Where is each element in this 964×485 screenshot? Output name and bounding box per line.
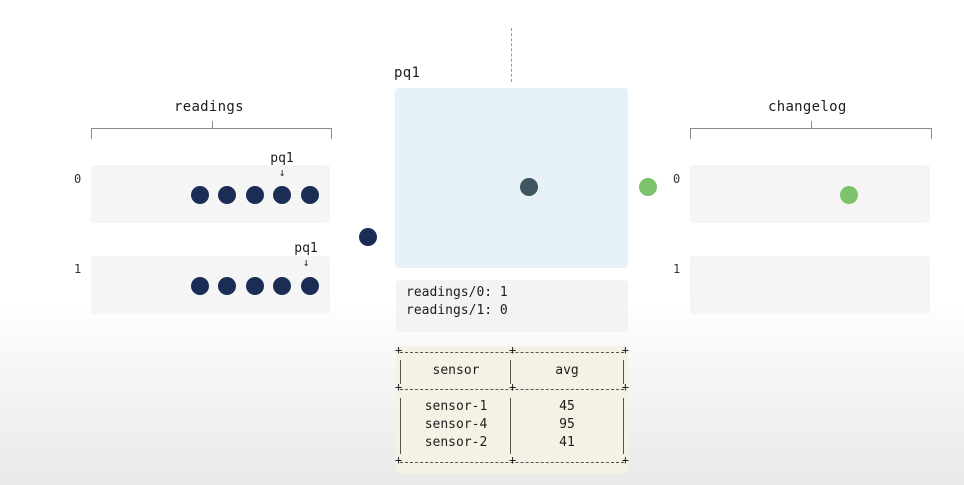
table-border-top: + bbox=[395, 343, 629, 357]
table-header-avg: avg bbox=[555, 363, 579, 378]
record-dot bbox=[246, 186, 264, 204]
table-cell: 45 bbox=[559, 399, 575, 414]
record-dot bbox=[301, 277, 319, 295]
changelog-partition-1-lane bbox=[690, 256, 930, 314]
record-dot bbox=[191, 277, 209, 295]
offsets-panel: readings/0: 1 readings/1: 0 bbox=[396, 280, 628, 332]
table-cell: sensor-1 bbox=[424, 399, 488, 414]
readings-title: readings bbox=[174, 99, 244, 115]
table-cell: sensor-2 bbox=[424, 435, 488, 450]
processor-box bbox=[395, 88, 628, 268]
changelog-title: changelog bbox=[768, 99, 847, 115]
processing-record-dot bbox=[520, 178, 538, 196]
table-cell: 41 bbox=[559, 435, 575, 450]
record-dot bbox=[218, 186, 236, 204]
state-table: + + + sensor avg sensor-1 45 sensor-4 95… bbox=[395, 343, 629, 474]
table-border-header: + bbox=[395, 380, 629, 394]
table-header-sensor: sensor bbox=[432, 363, 480, 378]
record-dot bbox=[246, 277, 264, 295]
changelog-partition-0-lane bbox=[690, 165, 930, 223]
record-dot bbox=[301, 186, 319, 204]
record-dot bbox=[273, 186, 291, 204]
table-border-bottom: + bbox=[395, 453, 629, 467]
down-arrow-icon: ↓ bbox=[278, 166, 286, 179]
readings-partition-1-label: 1 bbox=[74, 262, 82, 276]
processor-title: pq1 bbox=[394, 65, 421, 81]
readings-partition-0-marker: pq1 ↓ bbox=[262, 151, 302, 178]
consumer-marker-label: pq1 bbox=[294, 241, 318, 256]
offset-line: readings/1: 0 bbox=[406, 303, 508, 318]
readings-partition-0-label: 0 bbox=[74, 172, 82, 186]
outgoing-record-dot bbox=[639, 178, 657, 196]
table-cell: sensor-4 bbox=[424, 417, 488, 432]
record-dot bbox=[840, 186, 858, 204]
changelog-partition-0-label: 0 bbox=[673, 172, 681, 186]
divider-dashed-line bbox=[511, 28, 512, 82]
record-dot bbox=[273, 277, 291, 295]
record-dot bbox=[218, 277, 236, 295]
changelog-bracket bbox=[690, 121, 932, 139]
changelog-partition-1-label: 1 bbox=[673, 262, 681, 276]
offset-line: readings/0: 1 bbox=[406, 285, 508, 300]
record-dot bbox=[191, 186, 209, 204]
readings-bracket bbox=[91, 121, 332, 139]
in-flight-record-dot bbox=[359, 228, 377, 246]
down-arrow-icon: ↓ bbox=[302, 256, 310, 269]
table-cell: 95 bbox=[559, 417, 575, 432]
consumer-marker-label: pq1 bbox=[270, 151, 294, 166]
readings-partition-1-marker: pq1 ↓ bbox=[286, 241, 326, 268]
